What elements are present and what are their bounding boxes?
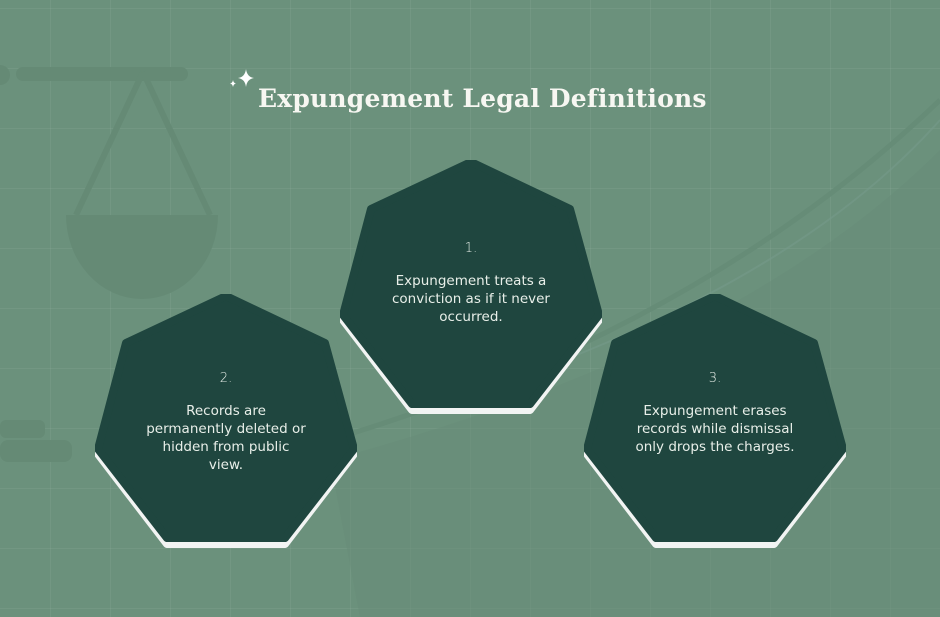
page-title: Expungement Legal Definitions [258,84,707,113]
card-text: Expungement erases records while dismiss… [635,403,795,455]
card-number: 1. [464,241,478,256]
definition-card-1: 1. Expungement treats a conviction as if… [340,160,602,416]
heptagon-shape [340,160,602,414]
definition-card-2: 2. Records are permanently deleted or hi… [95,294,357,550]
heptagon-shape [584,294,846,548]
card-text: Records are permanently deleted or hidde… [146,403,306,473]
definition-card-3: 3. Expungement erases records while dism… [584,294,846,550]
sparkle-icon [230,69,254,87]
card-number: 3. [708,371,722,386]
title-block: Expungement Legal Definitions [226,64,707,113]
heptagon-shape [95,294,357,548]
card-text: Expungement treats a conviction as if it… [392,273,550,325]
card-number: 2. [219,371,233,386]
